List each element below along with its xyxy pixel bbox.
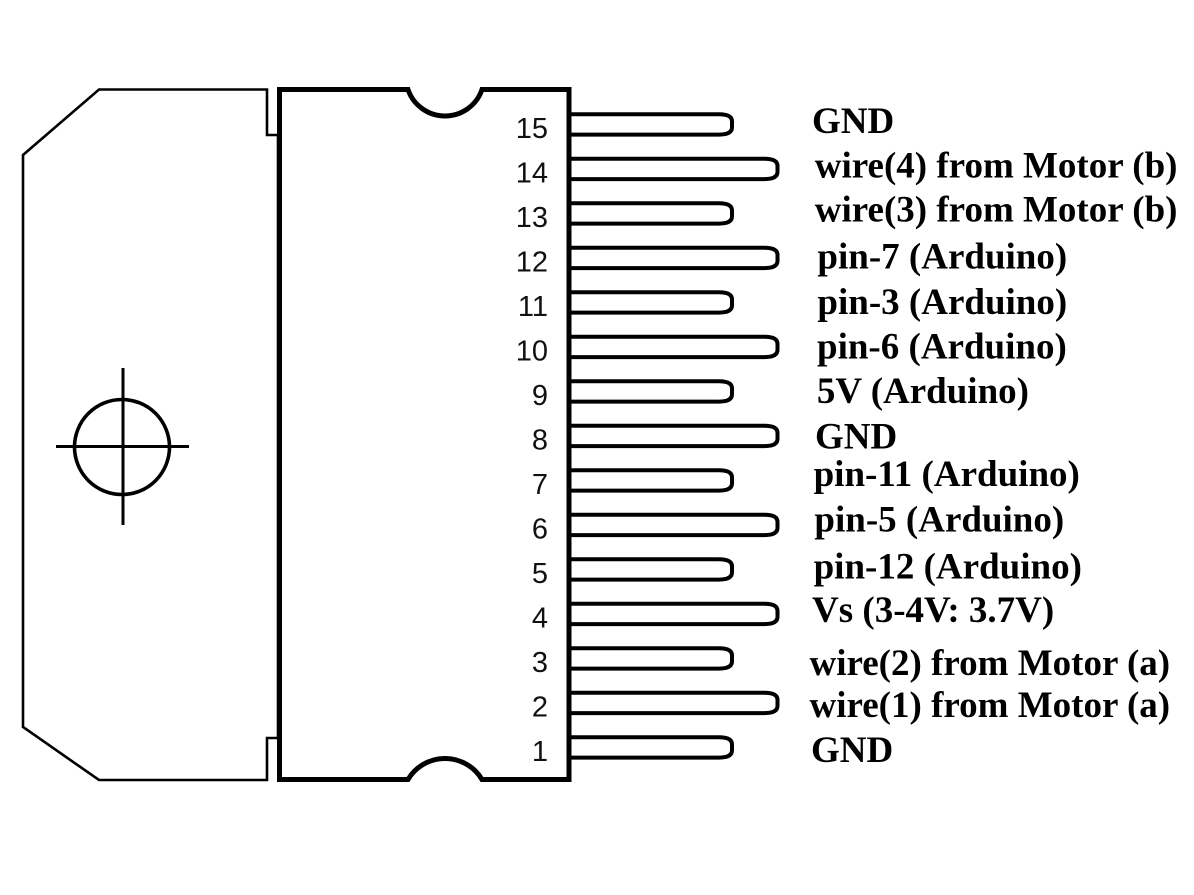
svg-text:5: 5 bbox=[532, 558, 548, 590]
svg-text:GND: GND bbox=[811, 730, 893, 771]
svg-text:13: 13 bbox=[516, 202, 548, 234]
svg-text:pin-3 (Arduino): pin-3 (Arduino) bbox=[817, 282, 1067, 323]
svg-text:2: 2 bbox=[532, 691, 548, 723]
svg-text:wire(3) from Motor (b): wire(3) from Motor (b) bbox=[815, 190, 1178, 231]
svg-text:GND: GND bbox=[812, 101, 894, 142]
svg-text:15: 15 bbox=[516, 113, 548, 145]
svg-text:pin-7 (Arduino): pin-7 (Arduino) bbox=[817, 236, 1067, 277]
svg-text:9: 9 bbox=[532, 380, 548, 412]
svg-text:GND: GND bbox=[815, 417, 897, 458]
svg-text:4: 4 bbox=[532, 602, 548, 634]
svg-text:11: 11 bbox=[518, 291, 548, 323]
svg-text:wire(1) from Motor (a): wire(1) from Motor (a) bbox=[810, 685, 1171, 726]
svg-text:6: 6 bbox=[532, 513, 548, 545]
svg-text:pin-6 (Arduino): pin-6 (Arduino) bbox=[817, 327, 1067, 368]
svg-text:14: 14 bbox=[516, 157, 548, 189]
svg-text:12: 12 bbox=[516, 246, 548, 278]
svg-text:3: 3 bbox=[532, 647, 548, 679]
svg-text:pin-12 (Arduino): pin-12 (Arduino) bbox=[814, 547, 1082, 588]
svg-text:pin-11 (Arduino): pin-11 (Arduino) bbox=[814, 454, 1080, 495]
svg-text:7: 7 bbox=[532, 469, 548, 501]
svg-text:Vs (3-4V: 3.7V): Vs (3-4V: 3.7V) bbox=[812, 590, 1054, 631]
svg-text:8: 8 bbox=[532, 424, 548, 456]
svg-text:wire(2) from Motor (a): wire(2) from Motor (a) bbox=[810, 643, 1171, 684]
svg-text:5V (Arduino): 5V (Arduino) bbox=[817, 371, 1029, 412]
svg-text:10: 10 bbox=[516, 335, 548, 367]
svg-text:pin-5 (Arduino): pin-5 (Arduino) bbox=[814, 500, 1064, 541]
svg-text:1: 1 bbox=[532, 736, 548, 768]
svg-text:wire(4) from Motor (b): wire(4) from Motor (b) bbox=[815, 146, 1178, 187]
